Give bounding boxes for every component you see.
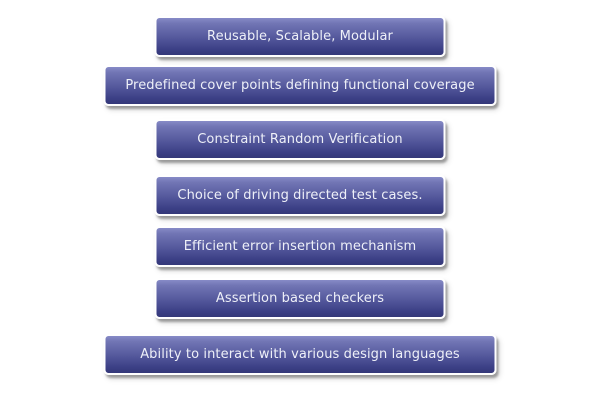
box-assertion-based-checkers: Assertion based checkers <box>154 278 446 319</box>
box-reusable-scalable-modular: Reusable, Scalable, Modular <box>154 16 446 57</box>
feature-box-label: Assertion based checkers <box>215 291 385 306</box>
box-predefined-cover-points: Predefined cover points defining functio… <box>103 65 497 106</box>
box-error-insertion-mechanism: Efficient error insertion mechanism <box>154 226 446 267</box>
feature-box-label: Ability to interact with various design … <box>140 347 460 362</box>
box-directed-test-cases: Choice of driving directed test cases. <box>154 175 446 216</box>
feature-box-label: Choice of driving directed test cases. <box>177 188 423 203</box>
feature-box-label: Reusable, Scalable, Modular <box>207 29 393 44</box>
box-constraint-random-verification: Constraint Random Verification <box>154 119 446 160</box>
feature-box-label: Constraint Random Verification <box>197 132 403 147</box>
feature-box-label: Efficient error insertion mechanism <box>183 239 417 254</box>
box-design-languages: Ability to interact with various design … <box>103 334 497 375</box>
feature-box-label: Predefined cover points defining functio… <box>125 78 475 93</box>
